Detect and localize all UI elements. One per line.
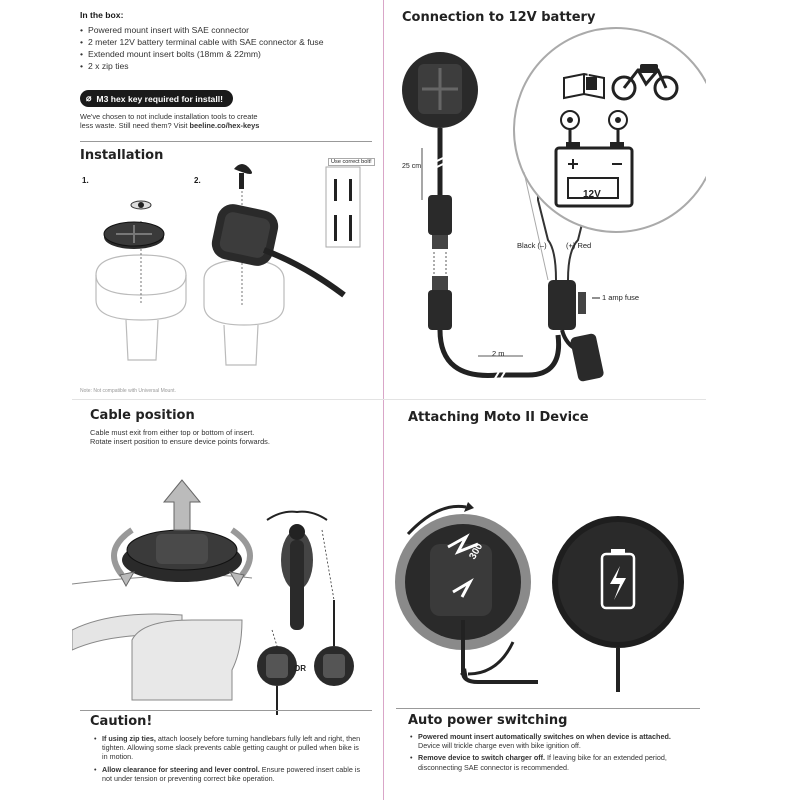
cable-position-panel: Cable position Cable must exit from eith… bbox=[72, 402, 378, 800]
list-item: Remove device to switch charger off. If … bbox=[410, 753, 680, 771]
correct-bolt-label: Use correct bolt! bbox=[328, 158, 375, 166]
in-the-box-and-installation-panel: In the box: Powered mount insert with SA… bbox=[72, 0, 378, 398]
step-1-illustration bbox=[95, 200, 187, 361]
hex-key-icon: ⌀ bbox=[86, 93, 92, 103]
fuse-label: 1 amp fuse bbox=[602, 293, 640, 302]
battery-voltage-label: 12V bbox=[583, 189, 601, 200]
installation-title: Installation bbox=[80, 148, 164, 163]
list-item: Powered mount insert automatically switc… bbox=[410, 732, 680, 750]
black-lead-label: Black (–) bbox=[517, 241, 547, 250]
auto-bold: Powered mount insert automatically switc… bbox=[418, 732, 671, 741]
connection-title: Connection to 12V battery bbox=[402, 10, 596, 25]
page-divider-vertical bbox=[383, 0, 384, 800]
step-2-illustration bbox=[203, 164, 361, 366]
in-box-heading: In the box: bbox=[80, 10, 124, 20]
caution-bold: Allow clearance for steering and lever c… bbox=[102, 764, 260, 774]
auto-text: If leaving bike for an extended period, … bbox=[418, 753, 667, 772]
hex-keys-link[interactable]: beeline.co/hex-keys bbox=[189, 121, 260, 131]
section-divider bbox=[80, 710, 372, 711]
cable-position-title: Cable position bbox=[90, 408, 195, 423]
caution-text: Ensure powered insert cable is not under… bbox=[102, 764, 361, 783]
list-item: 2 meter 12V battery terminal cable with … bbox=[80, 36, 370, 48]
step-1-label: 1. bbox=[82, 176, 89, 185]
or-label: OR bbox=[294, 664, 306, 673]
auto-bold: Remove device to switch charger off. bbox=[418, 753, 546, 763]
length-25cm-label: 25 cm bbox=[402, 163, 422, 170]
wiring-diagram bbox=[402, 27, 706, 382]
note-line: We've chosen to not include installation… bbox=[80, 112, 258, 121]
list-item: Allow clearance for steering and lever c… bbox=[94, 765, 364, 783]
attaching-title: Attaching Moto II Device bbox=[408, 410, 589, 425]
length-2m-label: 2 m bbox=[492, 349, 505, 358]
list-item: 2 x zip ties bbox=[80, 60, 370, 72]
manual-icon: i bbox=[587, 70, 590, 79]
auto-power-list: Powered mount insert automatically switc… bbox=[410, 732, 680, 775]
connection-to-battery-panel: Connection to 12V battery bbox=[388, 0, 706, 398]
cable-position-illustration bbox=[72, 479, 354, 715]
caution-title: Caution! bbox=[90, 714, 153, 729]
attaching-device-panel: Attaching Moto II Device 300 Auto power … bbox=[388, 402, 706, 800]
list-item: If using zip ties, attach loosely before… bbox=[94, 734, 364, 762]
note-line: less waste. Still need them? Visit bbox=[80, 121, 190, 131]
section-divider bbox=[396, 708, 700, 709]
auto-power-title: Auto power switching bbox=[408, 713, 568, 728]
attaching-illustration bbox=[395, 502, 684, 692]
page-divider-horizontal bbox=[72, 399, 706, 400]
desc-line: Cable must exit from either top or botto… bbox=[90, 428, 255, 437]
hex-key-note: We've chosen to not include installation… bbox=[80, 112, 370, 131]
in-box-list: Powered mount insert with SAE connector … bbox=[80, 24, 370, 72]
cable-position-desc: Cable must exit from either top or botto… bbox=[90, 428, 370, 447]
list-item: Extended mount insert bolts (18mm & 22mm… bbox=[80, 48, 370, 60]
hex-key-notice-text: M3 hex key required for install! bbox=[96, 93, 223, 104]
list-item: Powered mount insert with SAE connector bbox=[80, 24, 370, 36]
caution-bold: If using zip ties, bbox=[102, 734, 156, 743]
step-2-label: 2. bbox=[194, 176, 201, 185]
compatibility-note: Note: Not compatible with Universal Moun… bbox=[80, 388, 176, 394]
hex-key-notice-badge: ⌀ M3 hex key required for install! bbox=[80, 90, 233, 107]
desc-line: Rotate insert position to ensure device … bbox=[90, 437, 270, 447]
caution-list: If using zip ties, attach loosely before… bbox=[94, 734, 364, 786]
auto-text: Device will trickle charge even with bik… bbox=[418, 741, 581, 751]
section-divider bbox=[80, 141, 372, 142]
caution-text: attach loosely before turning handlebars… bbox=[102, 734, 361, 762]
red-lead-label: (+) Red bbox=[566, 241, 592, 250]
